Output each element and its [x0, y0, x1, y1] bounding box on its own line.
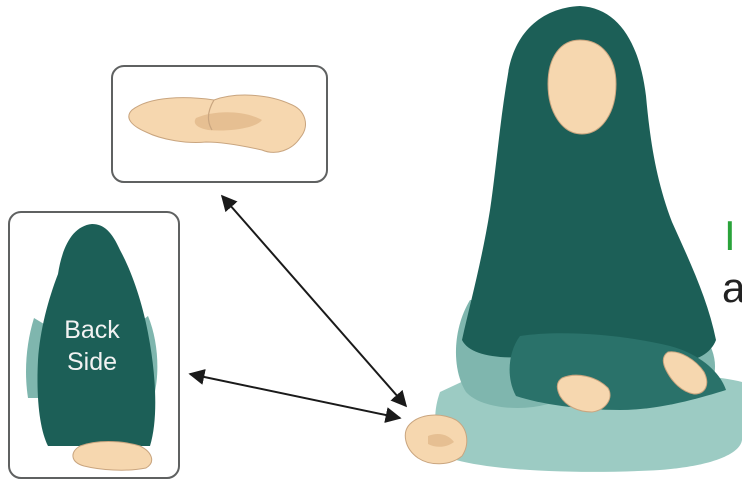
face-shape [548, 40, 616, 134]
back-label-line1: Back [64, 316, 120, 344]
foot-closeup-inset [112, 66, 327, 182]
seated-woman-figure [405, 6, 742, 472]
back-feet-shape [73, 442, 152, 471]
caption-line-1: I [724, 212, 736, 259]
back-label-line2: Side [67, 348, 117, 376]
back-side-inset: Back Side [9, 212, 179, 478]
caption-line-2: a [722, 264, 742, 311]
arrow-back-to-foot [190, 374, 400, 418]
arrow-foot-to-closeup [222, 196, 406, 406]
